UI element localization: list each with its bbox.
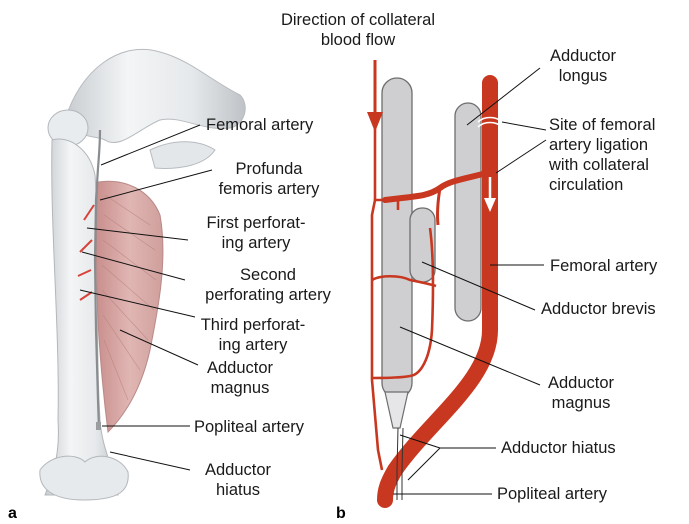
label-second-perforating: Second perforating artery bbox=[188, 265, 348, 305]
label-second-perf-line2: perforating artery bbox=[188, 285, 348, 305]
label-ligation-site: Site of femoral artery ligation with col… bbox=[549, 115, 655, 195]
panel-letter-a: a bbox=[8, 505, 17, 523]
label-adductor-magnus-b-line2: magnus bbox=[541, 393, 621, 413]
label-first-perforating: First perforat- ing artery bbox=[201, 213, 311, 253]
label-femoral-artery-b: Femoral artery bbox=[550, 256, 657, 276]
panel-letter-b: b bbox=[336, 505, 346, 523]
label-profunda-line2: femoris artery bbox=[209, 179, 329, 199]
label-third-perforating: Third perforat- ing artery bbox=[198, 315, 308, 355]
label-adductor-hiatus-a-line2: hiatus bbox=[198, 480, 278, 500]
label-femoral-artery-a: Femoral artery bbox=[206, 115, 313, 135]
label-third-perf-line1: Third perforat- bbox=[198, 315, 308, 335]
label-ligation-line2: artery ligation bbox=[549, 135, 655, 155]
label-first-perf-line1: First perforat- bbox=[201, 213, 311, 233]
adductor-magnus-muscle-b bbox=[382, 78, 412, 398]
label-adductor-longus-line1: Adductor bbox=[543, 46, 623, 66]
adductor-hiatus-shape bbox=[385, 392, 408, 428]
label-second-perf-line1: Second bbox=[188, 265, 348, 285]
pubic-ramus bbox=[150, 142, 215, 169]
label-popliteal-artery-a: Popliteal artery bbox=[194, 417, 304, 437]
label-adductor-magnus-b: Adductor magnus bbox=[541, 373, 621, 413]
label-adductor-longus-line2: longus bbox=[543, 66, 623, 86]
label-adductor-hiatus-a-line1: Adductor bbox=[198, 460, 278, 480]
label-third-perf-line2: ing artery bbox=[198, 335, 308, 355]
label-profunda-femoris: Profunda femoris artery bbox=[209, 159, 329, 199]
adductor-longus-muscle bbox=[455, 103, 481, 321]
label-adductor-magnus-b-line1: Adductor bbox=[541, 373, 621, 393]
label-profunda-line1: Profunda bbox=[209, 159, 329, 179]
label-adductor-hiatus-b: Adductor hiatus bbox=[501, 438, 616, 458]
label-ligation-line3: with collateral bbox=[549, 155, 655, 175]
label-popliteal-artery-b: Popliteal artery bbox=[497, 484, 607, 504]
label-ligation-line1: Site of femoral bbox=[549, 115, 655, 135]
label-direction-of-flow: Direction of collateral blood flow bbox=[258, 10, 458, 50]
direction-arrow-head bbox=[367, 112, 383, 132]
label-adductor-longus: Adductor longus bbox=[543, 46, 623, 86]
label-adductor-brevis: Adductor brevis bbox=[541, 299, 656, 319]
popliteal-vessel-a bbox=[96, 422, 101, 430]
label-ligation-line4: circulation bbox=[549, 175, 655, 195]
label-adductor-magnus-a: Adductor magnus bbox=[200, 358, 280, 398]
label-adductor-magnus-a-line1: Adductor bbox=[200, 358, 280, 378]
femur-condyles bbox=[40, 456, 128, 500]
label-direction-line1: Direction of collateral bbox=[258, 10, 458, 30]
label-first-perf-line2: ing artery bbox=[201, 233, 311, 253]
label-adductor-magnus-a-line2: magnus bbox=[200, 378, 280, 398]
label-adductor-hiatus-a: Adductor hiatus bbox=[198, 460, 278, 500]
label-direction-line2: blood flow bbox=[258, 30, 458, 50]
panel-b-illustration bbox=[367, 60, 502, 500]
